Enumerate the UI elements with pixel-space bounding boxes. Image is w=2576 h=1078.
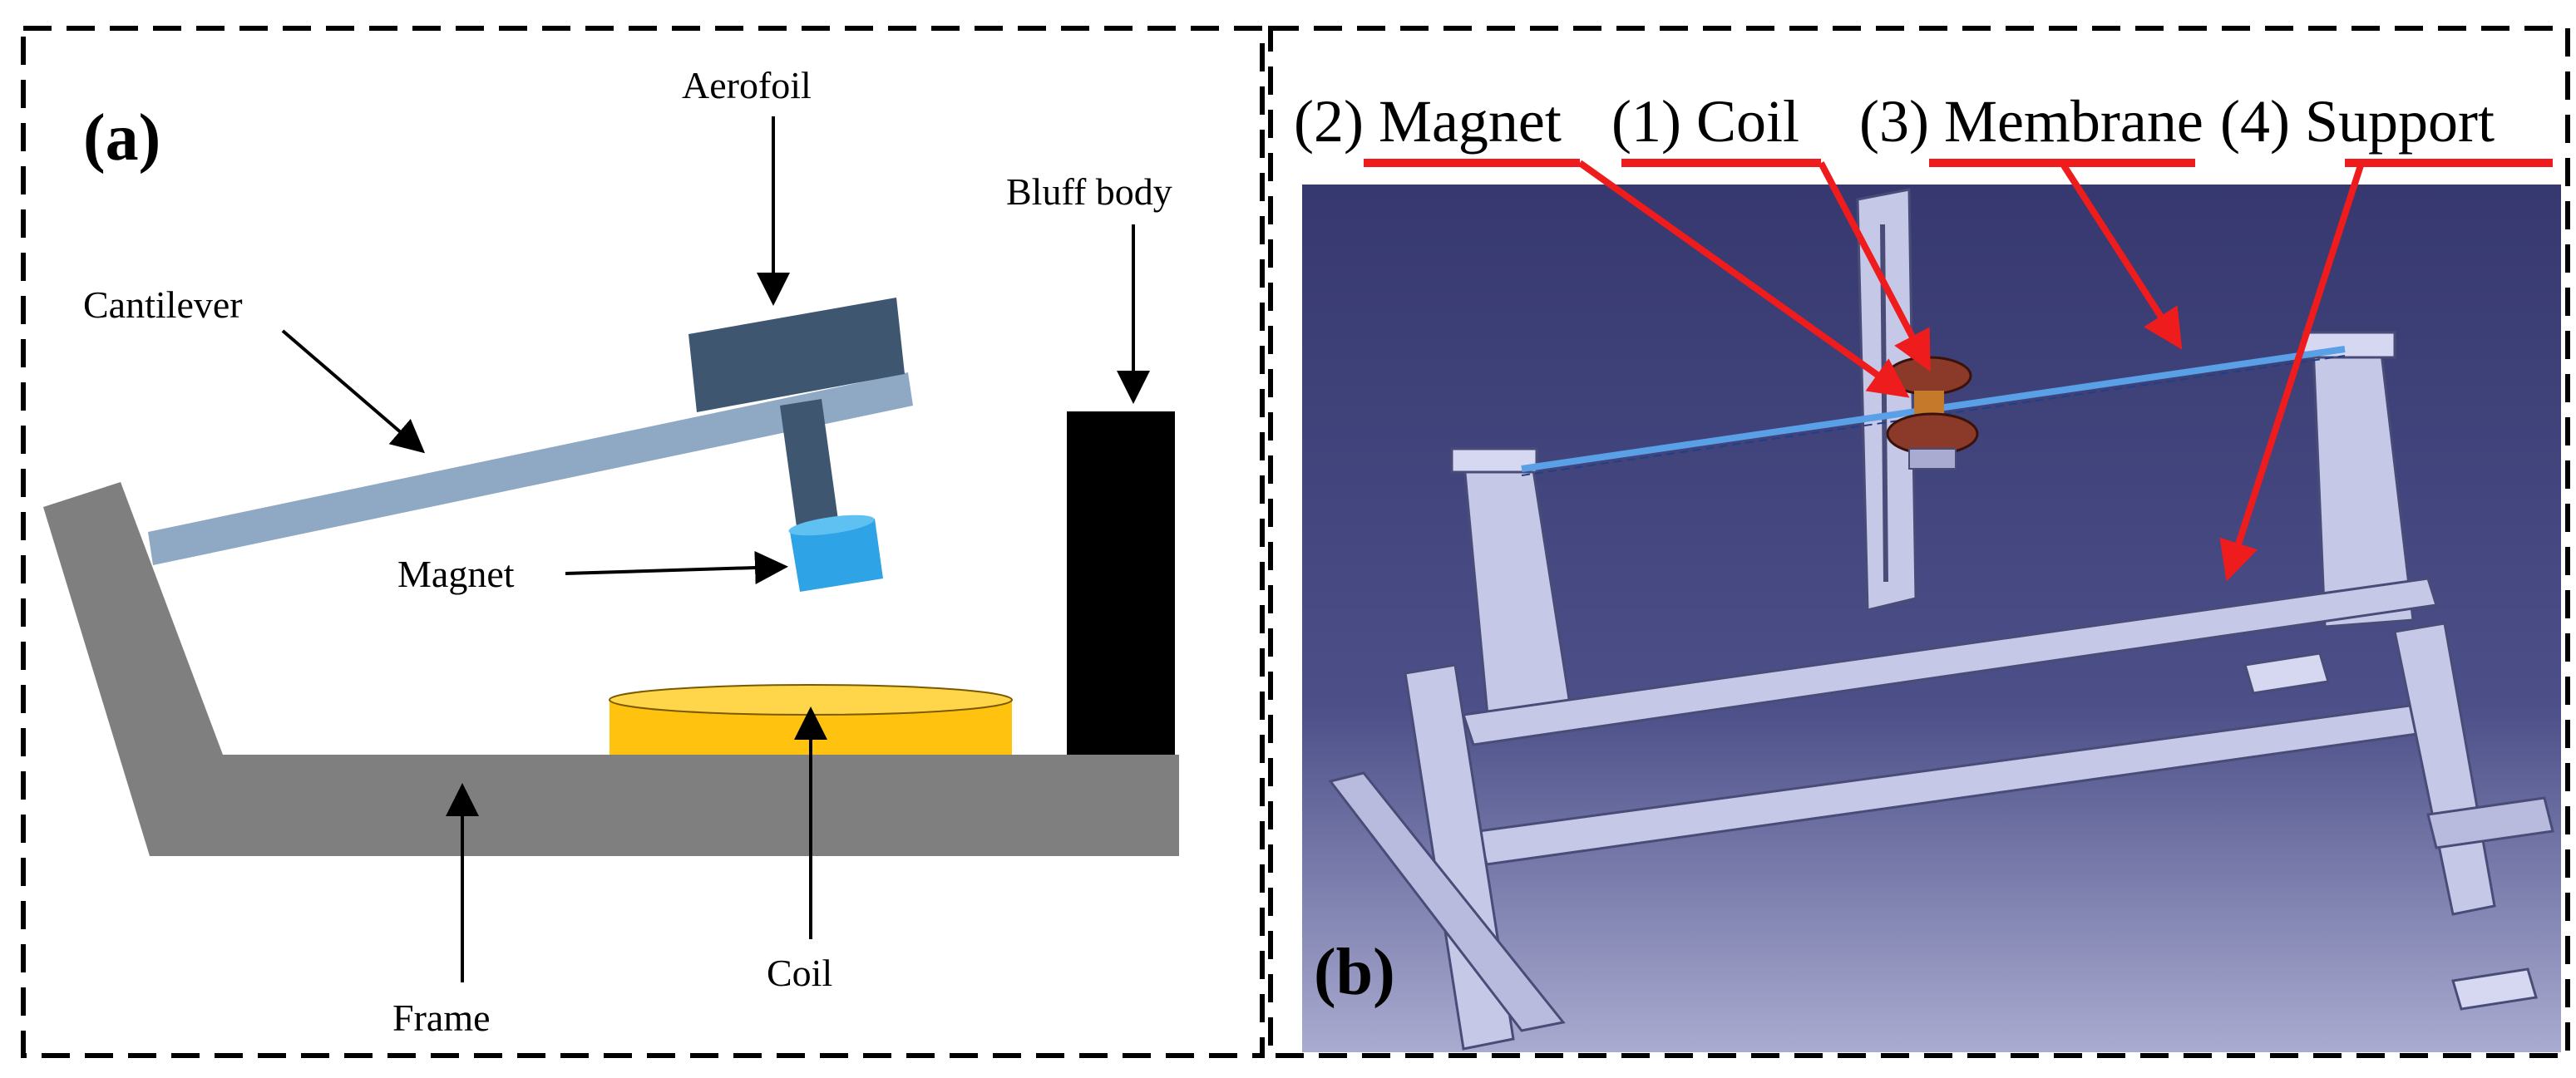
bluff-body <box>1067 411 1175 755</box>
panel-b-border <box>1268 26 2570 1058</box>
label-coil: Coil <box>767 952 832 994</box>
magnet <box>790 519 883 592</box>
panel-b: (2) Magnet (1) Coil (3) Membrane (4) Sup… <box>1268 26 2570 1058</box>
panel-a-tag: (a) <box>83 101 160 175</box>
arrow-support-b <box>2219 161 2365 582</box>
label-magnet-b: (2) Magnet <box>1294 88 1562 155</box>
arrow-membrane-b <box>2059 160 2183 350</box>
support-structure <box>1328 188 2554 1051</box>
front-beam <box>1462 577 2438 746</box>
arrow-magnet <box>565 550 788 584</box>
arrow-coil-b <box>1818 161 1931 372</box>
cantilever <box>148 372 913 565</box>
aerofoil <box>688 298 905 412</box>
panel-a-border <box>21 26 1265 1058</box>
label-frame: Frame <box>392 997 491 1039</box>
label-cantilever: Cantilever <box>83 283 243 326</box>
label-support-b: (4) Support <box>2220 88 2495 155</box>
arrow-magnet-b <box>1577 160 1910 398</box>
label-aerofoil: Aerofoil <box>682 64 812 106</box>
frame <box>43 482 1179 856</box>
magnet-top <box>788 514 875 536</box>
magnet-holder <box>780 399 840 539</box>
label-membrane-b: (3) Membrane <box>1859 88 2203 155</box>
panel-b-tag: (b) <box>1314 936 1395 1009</box>
arrow-cantilever <box>281 329 426 454</box>
panel-a: (a) Aerofoil Bluff body Cantilever Magne… <box>21 26 1265 1058</box>
label-bluff-body: Bluff body <box>1006 170 1172 213</box>
label-magnet: Magnet <box>397 553 515 595</box>
coil-3d-lower <box>1886 412 1979 455</box>
coil-top <box>609 684 1013 716</box>
vertical-column <box>1856 188 1917 612</box>
label-coil-b: (1) Coil <box>1611 88 1799 155</box>
